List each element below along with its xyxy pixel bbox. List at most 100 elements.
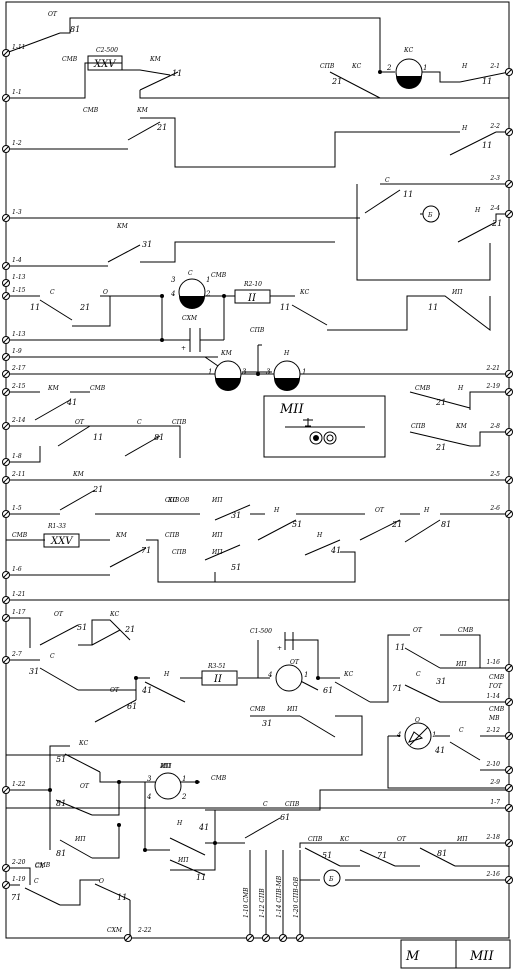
title-block-right: МII [469, 949, 494, 964]
contact-letter-56: СПВ [285, 801, 300, 808]
contact-letter-18: ОТ [75, 419, 85, 426]
contact-number-41: 11 [196, 873, 206, 882]
terminal-right-12: 2-10 [486, 761, 513, 774]
contact-number-21: 21 [391, 520, 402, 529]
machine-ip: ИП 3 1 4 2 СМВ [146, 763, 227, 801]
contact-letter-29: ОТ [375, 507, 385, 514]
polarity-c1: + [181, 345, 186, 352]
terminal-right-5: 2-19 [486, 383, 513, 396]
contact-number-1: 11 [172, 69, 182, 78]
contact-letter-42: КС [343, 671, 354, 678]
terminal-bottom-1: 1-10 СМВ [243, 887, 254, 942]
svg-text:ИП: ИП [160, 763, 172, 770]
svg-text:2-2: 2-2 [489, 123, 500, 130]
contact-number-44: 71 [377, 851, 387, 860]
lamp-b-1: Б [422, 205, 440, 223]
contact-letter-32: СПВ [165, 532, 180, 539]
contact-number-47: 11 [117, 893, 127, 902]
contact-letter-23: СПВ [411, 423, 426, 430]
contact-letter-36: ИП [211, 549, 223, 556]
contact-letter-50: КС [78, 740, 89, 747]
contact-number-43: 51 [322, 851, 332, 860]
contact-letter-31: КМ [115, 532, 128, 539]
contact-number-14: 11 [93, 433, 103, 442]
contact-letter-45: ИП [455, 661, 467, 668]
svg-text:1-11: 1-11 [12, 44, 25, 51]
label-cxm: СХМ [107, 927, 123, 934]
contact-number-2: 21 [331, 77, 342, 86]
svg-text:КМ: КМ [220, 350, 233, 357]
svg-text:3: 3 [147, 775, 152, 783]
terminal-left-19: 1-22 [2, 781, 26, 794]
machine-n: Н 3 1 [266, 350, 306, 391]
contact-number-9: 11 [30, 303, 40, 312]
terminal-left-6: 1-15 [2, 287, 26, 300]
contact-letter-34: Н [316, 532, 323, 539]
contact-number-29: 61 [127, 702, 137, 711]
contact-number-33: 31 [436, 677, 446, 686]
label-got: ГОТ [488, 683, 503, 690]
svg-text:1-4: 1-4 [12, 257, 22, 264]
svg-text:2-6: 2-6 [489, 505, 500, 512]
svg-text:1-13: 1-13 [12, 331, 26, 338]
svg-text:2-5: 2-5 [489, 471, 500, 478]
contact-letter-39: С [50, 653, 55, 660]
contact-number-17: 21 [435, 443, 446, 452]
svg-text:2-18: 2-18 [486, 834, 501, 841]
svg-text:1-1: 1-1 [12, 89, 22, 96]
contact-letter-24: КМ [455, 423, 468, 430]
terminal-right-6: 2-8 [489, 423, 513, 436]
machine-ks: КС 2 1 [386, 47, 427, 89]
label-c2-500: C1-500 [250, 628, 272, 635]
contact-number-28: 31 [29, 667, 39, 676]
contact-letter-59: КС [339, 836, 350, 843]
coil-box-r1 [87, 55, 123, 71]
contact-number-20: 51 [292, 520, 302, 529]
contact-number-13: 41 [66, 398, 77, 407]
svg-text:2-9: 2-9 [489, 779, 500, 786]
svg-text:1-13: 1-13 [12, 274, 26, 281]
terminal-right-11: 2-12 [486, 727, 513, 740]
svg-text:2-16: 2-16 [486, 871, 501, 878]
contact-letter-3: КС [351, 63, 362, 70]
svg-text:2-8: 2-8 [489, 423, 500, 430]
terminal-right-2: 2-3 [489, 175, 513, 188]
contact-letter-58: СПВ [308, 836, 323, 843]
terminal-right-15: 2-18 [486, 834, 513, 847]
junction-dots [48, 70, 382, 852]
contact-letter-20: СПВ [172, 419, 187, 426]
svg-text:1: 1 [423, 64, 427, 72]
svg-text:1-10 СМВ: 1-10 СМВ [243, 887, 250, 918]
contact-letter-41: Н [163, 671, 170, 678]
contact-number-16: 21 [435, 398, 446, 407]
svg-text:4: 4 [170, 290, 175, 298]
terminal-left-17: 1-17 [2, 609, 26, 622]
contact-letter-19: С [137, 419, 142, 426]
svg-text:1-2: 1-2 [12, 140, 22, 147]
contact-number-32: 11 [395, 643, 405, 652]
svg-text:1-6: 1-6 [12, 566, 22, 573]
svg-text:1-9: 1-9 [12, 348, 22, 355]
svg-text:2-1: 2-1 [489, 63, 500, 70]
contact-letter-52: ИП [74, 836, 86, 843]
svg-text:2-12: 2-12 [486, 727, 501, 734]
contact-letter-63: С [34, 878, 39, 885]
contact-number-4: 21 [156, 123, 167, 132]
svg-text:1: 1 [304, 671, 308, 679]
terminal-left-12: 1-8 [2, 453, 22, 466]
svg-text:1: 1 [206, 276, 210, 284]
terminal-right-4: 2-21 [486, 365, 513, 378]
contact-letter-38: КС [109, 611, 120, 618]
svg-text:2-20: 2-20 [11, 859, 26, 866]
terminal-right-13: 2-9 [489, 779, 513, 792]
mii-panel-title: МII [279, 402, 304, 417]
svg-text:4: 4 [396, 731, 401, 739]
terminal-left-8: 1-9 [2, 348, 22, 361]
label-r1-33: C2-500 [96, 47, 118, 54]
svg-text:1-7: 1-7 [490, 799, 500, 806]
terminal-bottom-4: 1-20 СПВ-ОВ [293, 876, 304, 942]
contact-number-46: 71 [11, 893, 21, 902]
terminal-right-1: 2-2 [489, 123, 513, 136]
coil-box-r2 [43, 533, 80, 548]
terminal-bottom-0: 2-22 [124, 927, 152, 942]
